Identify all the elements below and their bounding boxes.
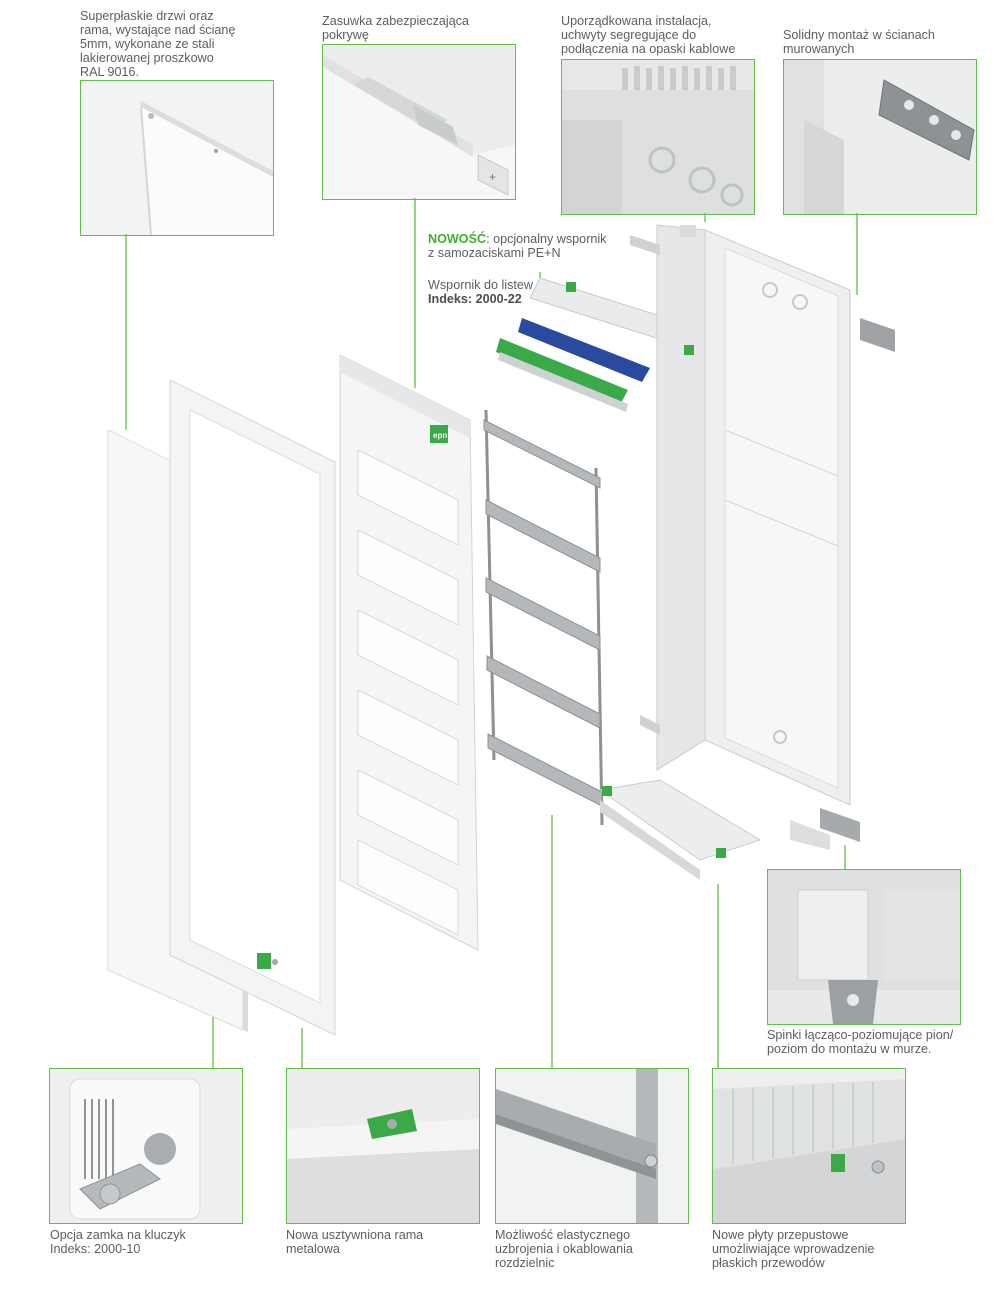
clips-illustration	[768, 870, 960, 1024]
detail-box-lock	[49, 1068, 243, 1224]
caption-nowosc: NOWOŚĆ: opcjonalny wspornik z samozacisk…	[428, 232, 628, 260]
nowosc-text: : opcjonalny wspornik z samozaciskami PE…	[428, 232, 607, 260]
plate-illustration	[713, 1069, 905, 1223]
leader-lines	[125, 198, 858, 1068]
caption-mount: Solidny montaż w ścianach murowanych	[783, 28, 935, 56]
detail-box-doors	[80, 80, 274, 236]
detail-box-mount	[783, 59, 977, 215]
caption-frame: Nowa usztywniona rama metalowa	[286, 1228, 424, 1256]
bracket-index: Indeks: 2000-22	[428, 292, 522, 306]
caption-install: Uporządkowana instalacja, uchwyty segreg…	[561, 14, 736, 56]
latch-illustration: +	[323, 45, 515, 199]
bracket-text: Wspornik do listew	[428, 278, 533, 292]
detail-box-install	[561, 59, 755, 215]
inner-cover: epn	[339, 354, 479, 951]
caption-doors: Superpłaskie drzwi oraz rama, wystające …	[80, 9, 236, 79]
svg-text:+: +	[489, 170, 496, 184]
din-rail-frame	[483, 409, 604, 826]
frame-illustration	[287, 1069, 479, 1223]
mount-bracket-illustration	[784, 60, 976, 214]
enclosure-box	[630, 224, 895, 850]
brand-logo: epn	[433, 431, 447, 440]
detail-box-plates	[712, 1068, 906, 1224]
lock-key-illustration	[50, 1069, 242, 1223]
caption-lock: Opcja zamka na kluczyk Indeks: 2000-10	[50, 1228, 186, 1256]
rail-illustration	[496, 1069, 688, 1223]
installation-illustration	[562, 60, 754, 214]
caption-bracket: Wspornik do listew Indeks: 2000-22	[428, 278, 628, 306]
caption-latch: Zasuwka zabezpieczająca pokrywę	[322, 14, 470, 42]
nowosc-label: NOWOŚĆ	[428, 232, 487, 246]
caption-clips: Spinki łącząco-poziomujące pion/ poziom …	[767, 1028, 954, 1056]
entry-plate	[598, 779, 762, 880]
door-edge-illustration	[81, 81, 273, 235]
door-panel	[107, 429, 248, 1032]
detail-box-frame	[286, 1068, 480, 1224]
detail-box-latch: +	[322, 44, 516, 200]
detail-box-wiring	[495, 1068, 689, 1224]
detail-box-clips	[767, 869, 961, 1025]
metal-frame	[169, 379, 336, 1036]
caption-plates: Nowe płyty przepustowe umożliwiające wpr…	[712, 1228, 875, 1270]
caption-wiring: Możliwość elastycznego uzbrojenia i okab…	[495, 1228, 633, 1270]
